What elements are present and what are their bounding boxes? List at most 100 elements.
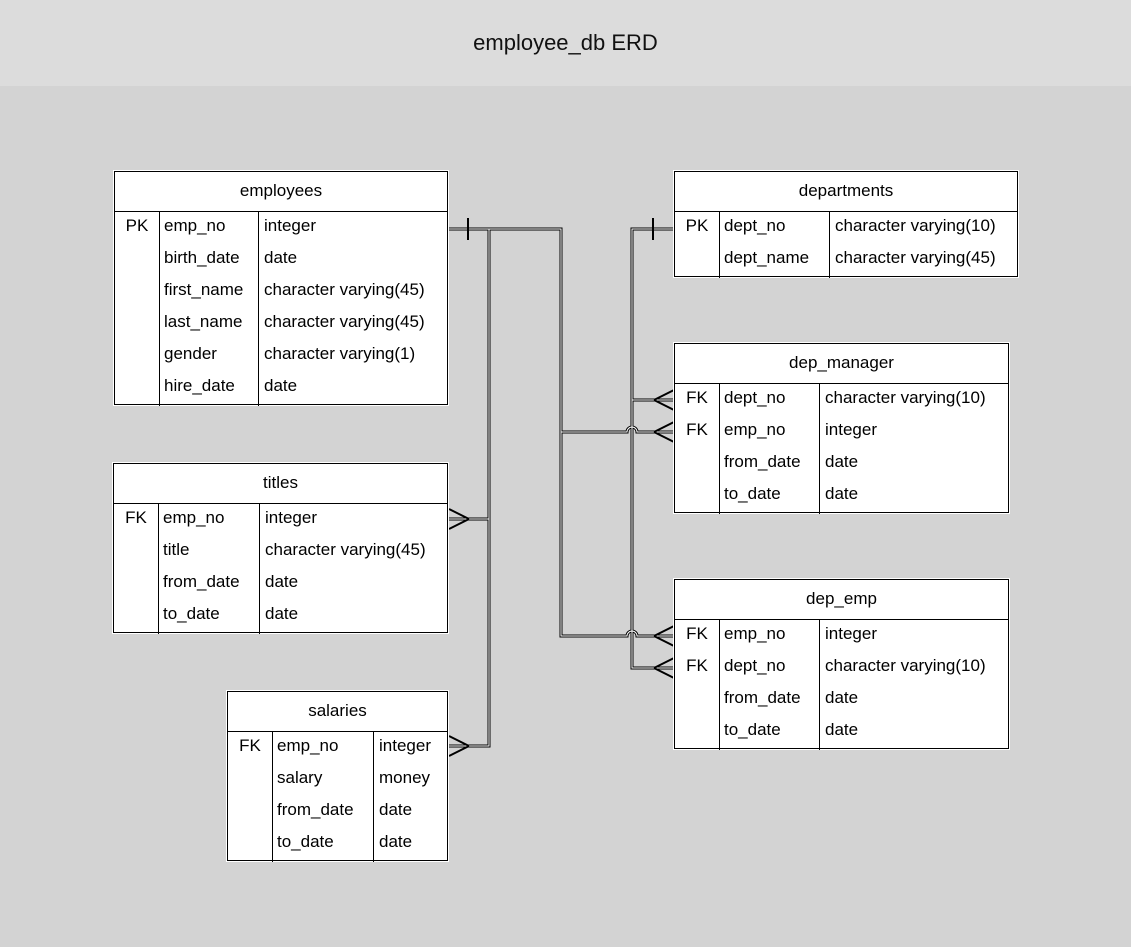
field-type: date xyxy=(265,572,299,591)
key-badge xyxy=(115,244,159,276)
rel-departments-dep-manager xyxy=(630,227,674,402)
field-type: integer xyxy=(825,420,877,439)
field-type: integer xyxy=(265,508,317,527)
field-name[interactable]: to_date xyxy=(163,604,220,623)
field-type: date xyxy=(379,832,413,851)
field-type: character varying(10) xyxy=(825,656,986,675)
field-name[interactable]: dept_no xyxy=(724,388,786,407)
key-badge xyxy=(114,536,158,568)
field-name-column: emp_no dept_no from_date to_date xyxy=(719,620,820,750)
field-type: character varying(10) xyxy=(835,216,996,235)
key-column: FK FK xyxy=(675,384,720,514)
field-name[interactable]: from_date xyxy=(277,800,354,819)
field-type: character varying(45) xyxy=(835,248,996,267)
many-marker-dep-emp-dept xyxy=(653,657,675,679)
field-name-column: dept_no emp_no from_date to_date xyxy=(719,384,820,514)
field-type: date xyxy=(825,484,859,503)
key-badge: FK xyxy=(239,736,261,755)
key-column: PK xyxy=(675,212,720,278)
rel-employees-dep-emp xyxy=(559,432,674,638)
entity-name: dep_manager xyxy=(675,344,1008,384)
key-badge xyxy=(675,716,719,748)
field-type: character varying(10) xyxy=(825,388,986,407)
rel-departments-dep-emp xyxy=(630,400,674,670)
key-badge xyxy=(115,308,159,340)
key-badge xyxy=(115,372,159,404)
key-column: FK xyxy=(114,504,159,634)
diagram-header: employee_db ERD xyxy=(0,0,1131,86)
key-badge xyxy=(228,828,272,860)
field-type: character varying(45) xyxy=(264,312,425,331)
key-badge: PK xyxy=(685,216,709,235)
many-marker-dep-manager-dept xyxy=(653,389,675,411)
entity-name: salaries xyxy=(228,692,447,732)
key-column: FK xyxy=(228,732,273,862)
field-name[interactable]: to_date xyxy=(724,484,781,503)
field-name[interactable]: hire_date xyxy=(164,376,235,395)
field-name[interactable]: emp_no xyxy=(277,736,339,755)
field-name[interactable]: first_name xyxy=(164,280,244,299)
field-name[interactable]: from_date xyxy=(724,452,801,471)
key-badge xyxy=(675,244,719,276)
key-badge xyxy=(114,568,158,600)
key-badge xyxy=(675,448,719,480)
field-name[interactable]: from_date xyxy=(724,688,801,707)
key-badge xyxy=(675,684,719,716)
field-type: money xyxy=(379,768,431,787)
field-name[interactable]: last_name xyxy=(164,312,243,331)
field-type: date xyxy=(825,688,859,707)
field-name[interactable]: emp_no xyxy=(164,216,226,235)
field-name[interactable]: emp_no xyxy=(724,624,786,643)
field-type: date xyxy=(379,800,413,819)
field-type: character varying(45) xyxy=(265,540,426,559)
key-badge xyxy=(675,480,719,512)
field-name[interactable]: emp_no xyxy=(724,420,786,439)
entity-name: dep_emp xyxy=(675,580,1008,620)
diagram-title: employee_db ERD xyxy=(473,30,658,55)
entity-departments[interactable]: departments PK dept_no dept_name character … xyxy=(674,171,1018,278)
field-name[interactable]: dept_no xyxy=(724,216,786,235)
many-marker-dep-manager-emp xyxy=(653,421,675,443)
entity-name: employees xyxy=(115,172,447,212)
field-name[interactable]: title xyxy=(163,540,190,559)
key-badge xyxy=(228,764,272,796)
field-name[interactable]: gender xyxy=(164,344,217,363)
key-badge xyxy=(115,340,159,372)
field-name[interactable]: dept_name xyxy=(724,248,810,267)
field-type-column: character varying(10) character varying(4… xyxy=(830,212,1017,278)
field-name[interactable]: to_date xyxy=(724,720,781,739)
field-type: date xyxy=(825,720,859,739)
key-badge: FK xyxy=(686,656,708,675)
key-badge: FK xyxy=(125,508,147,527)
field-type: integer xyxy=(264,216,316,235)
field-name[interactable]: emp_no xyxy=(163,508,225,527)
key-badge: FK xyxy=(686,420,708,439)
key-column: FK FK xyxy=(675,620,720,750)
key-badge: FK xyxy=(686,388,708,407)
field-name[interactable]: from_date xyxy=(163,572,240,591)
entity-name: titles xyxy=(114,464,447,504)
entity-dep-emp[interactable]: dep_emp FK FK emp_no dept_no from_date to_dat… xyxy=(674,579,1009,750)
rel-employees-titles xyxy=(449,227,491,521)
field-name[interactable]: salary xyxy=(277,768,323,787)
field-name-column: dept_no dept_name xyxy=(719,212,830,278)
field-name[interactable]: to_date xyxy=(277,832,334,851)
key-badge: FK xyxy=(686,624,708,643)
field-name[interactable]: birth_date xyxy=(164,248,240,267)
field-type-column: character varying(10) integer date date xyxy=(820,384,1008,514)
rel-employees-salaries xyxy=(449,519,491,748)
field-name[interactable]: dept_no xyxy=(724,656,786,675)
key-badge xyxy=(115,276,159,308)
field-type: date xyxy=(825,452,859,471)
entity-name: departments xyxy=(675,172,1017,212)
field-type: character varying(1) xyxy=(264,344,416,363)
